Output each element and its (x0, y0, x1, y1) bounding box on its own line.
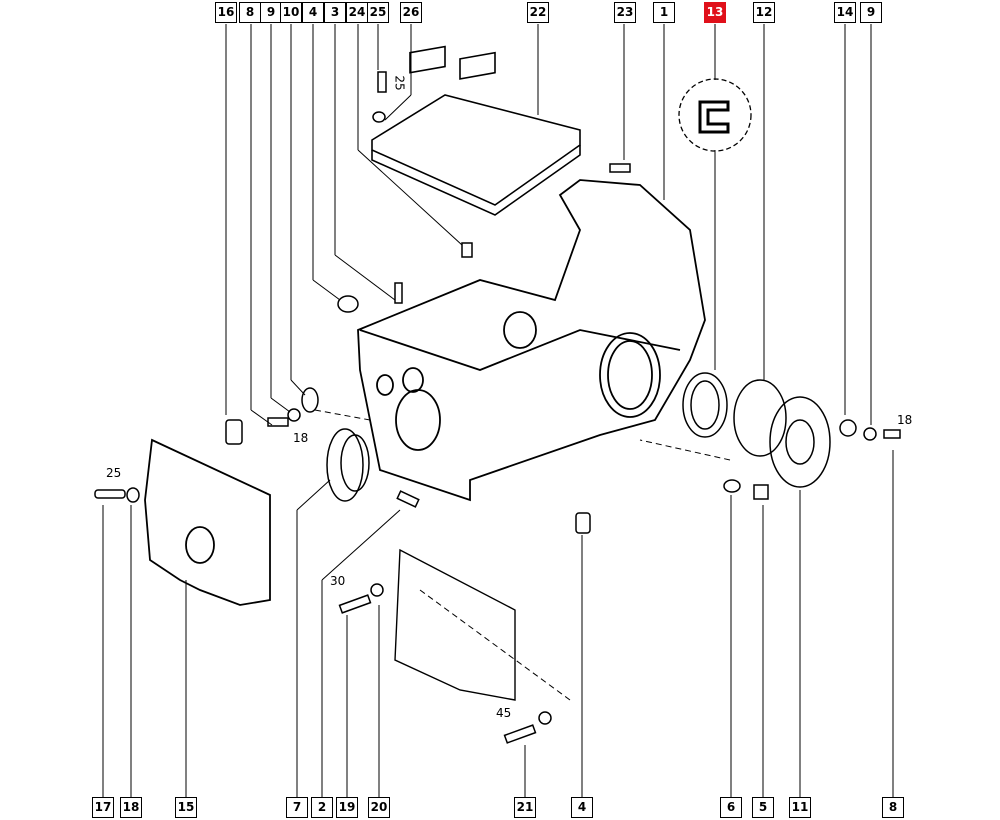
callout-22[interactable]: 22 (527, 2, 549, 23)
callout-6[interactable]: 6 (720, 797, 742, 818)
gearbox-housing (357, 179, 706, 502)
seal-profile (698, 100, 730, 134)
small-parts (94, 71, 901, 744)
callout-11[interactable]: 11 (789, 797, 811, 818)
callout-16[interactable]: 16 (215, 2, 237, 23)
dimension-bolt-8-right: 18 (897, 413, 913, 427)
assembly-lines (314, 409, 731, 701)
callout-2[interactable]: 2 (311, 797, 333, 818)
seal-detail (678, 78, 752, 152)
callout-24[interactable]: 24 (346, 2, 368, 23)
callout-8-bottom[interactable]: 8 (882, 797, 904, 818)
callout-15[interactable]: 15 (175, 797, 197, 818)
callout-8[interactable]: 8 (239, 2, 261, 23)
callout-19[interactable]: 19 (336, 797, 358, 818)
gasket (394, 548, 516, 701)
side-cover (144, 438, 271, 606)
dimension-bolt-21: 45 (496, 706, 512, 720)
dimension-bolt-19: 30 (330, 574, 346, 588)
callout-23[interactable]: 23 (614, 2, 636, 23)
callout-4-bottom[interactable]: 4 (571, 797, 593, 818)
callout-20[interactable]: 20 (368, 797, 390, 818)
callout-13-highlighted[interactable]: 13 (704, 2, 726, 23)
callout-12[interactable]: 12 (753, 2, 775, 23)
callout-1[interactable]: 1 (653, 2, 675, 23)
callout-9[interactable]: 9 (260, 2, 282, 23)
cover-plate (371, 45, 581, 216)
dimension-bolt-25: 25 (392, 75, 407, 91)
callout-26[interactable]: 26 (400, 2, 422, 23)
dimension-bolt-17: 25 (106, 466, 122, 480)
callout-5[interactable]: 5 (752, 797, 774, 818)
leader-lines (102, 24, 894, 797)
callout-3[interactable]: 3 (324, 2, 346, 23)
callout-21[interactable]: 21 (514, 797, 536, 818)
callout-18[interactable]: 18 (120, 797, 142, 818)
callout-17[interactable]: 17 (92, 797, 114, 818)
callout-4[interactable]: 4 (302, 2, 324, 23)
callout-25[interactable]: 25 (367, 2, 389, 23)
callout-14[interactable]: 14 (834, 2, 856, 23)
callout-10[interactable]: 10 (280, 2, 302, 23)
dimension-bolt-8-left: 18 (293, 431, 309, 445)
callout-7[interactable]: 7 (286, 797, 308, 818)
callout-9-right[interactable]: 9 (860, 2, 882, 23)
